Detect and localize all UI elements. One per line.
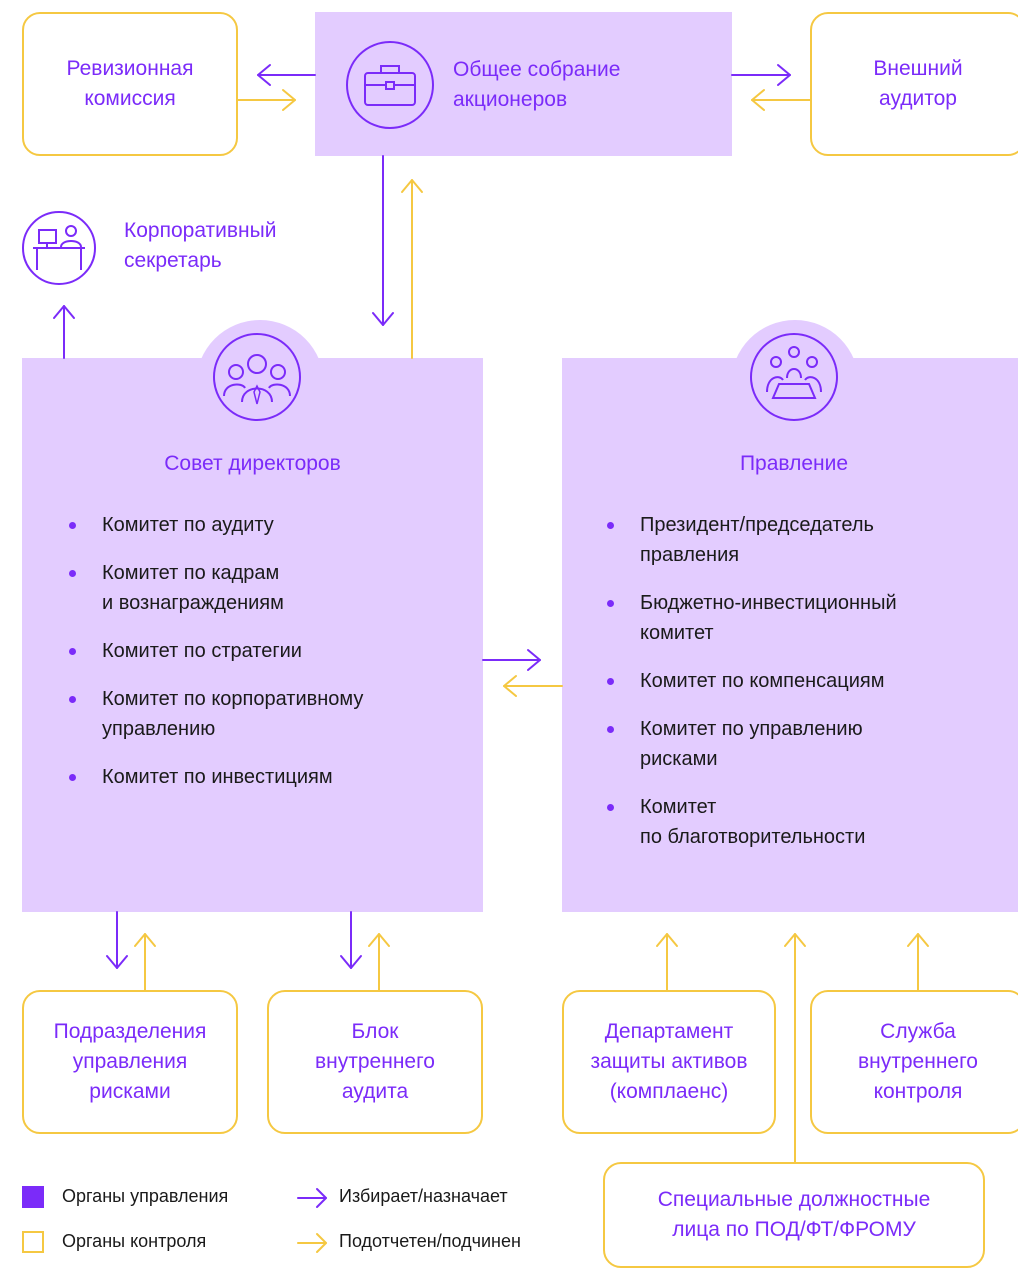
external-auditor-label: Внешний аудитор: [873, 57, 963, 110]
asset-protection-label: Департамент защиты активов (комплаенс): [590, 1020, 748, 1103]
risk-units-box: Подразделения управления рисками: [22, 990, 238, 1134]
general-meeting-label: Общее собрание акционеров: [453, 58, 621, 111]
management-committee-list: Президент/председатель правления Бюджетн…: [602, 510, 1012, 870]
special-officers-label: Специальные должностные лица по ПОД/ФТ/Ф…: [657, 1188, 931, 1241]
audit-commission-label: Ревизионная комиссия: [66, 57, 194, 110]
legend-control-label: Органы контроля: [62, 1231, 207, 1251]
internal-control-label: Служба внутреннего контроля: [858, 1020, 978, 1103]
legend-governance-label: Органы управления: [62, 1186, 229, 1206]
list-item: Комитет по корпоративному управлению: [64, 684, 464, 744]
list-item: Комитет по кадрам и вознаграждениям: [64, 558, 464, 618]
meeting-table-icon: [750, 333, 838, 421]
list-item: Комитет по благотворительности: [602, 792, 1012, 852]
external-auditor-box: Внешний аудитор: [810, 12, 1018, 156]
list-item: Комитет по управлению рисками: [602, 714, 1012, 774]
list-item: Президент/председатель правления: [602, 510, 1012, 570]
board-committee-list: Комитет по аудиту Комитет по кадрам и во…: [64, 510, 464, 810]
audit-commission-box: Ревизионная комиссия: [22, 12, 238, 156]
legend-accountable-label: Подотчетен/подчинен: [339, 1231, 521, 1251]
people-group-icon: [213, 333, 301, 421]
legend-control-swatch: [22, 1231, 44, 1253]
board-of-directors-title: Совет директоров: [164, 452, 341, 475]
management-board-box: Правление Президент/председатель правлен…: [562, 333, 1018, 912]
desk-person-icon: [22, 211, 96, 285]
briefcase-icon: [346, 41, 434, 129]
list-item: Комитет по компенсациям: [602, 666, 1012, 696]
asset-protection-box: Департамент защиты активов (комплаенс): [562, 990, 776, 1134]
internal-audit-box: Блок внутреннего аудита: [267, 990, 483, 1134]
risk-units-label: Подразделения управления рисками: [53, 1020, 207, 1103]
internal-audit-label: Блок внутреннего аудита: [315, 1020, 435, 1103]
special-officers-box: Специальные должностные лица по ПОД/ФТ/Ф…: [603, 1162, 985, 1268]
list-item: Комитет по инвестициям: [64, 762, 464, 792]
list-item: Комитет по стратегии: [64, 636, 464, 666]
general-meeting-box: Общее собрание акционеров: [315, 12, 732, 156]
legend-governance-swatch: [22, 1186, 44, 1208]
board-of-directors-box: Совет директоров Комитет по аудиту Комит…: [22, 333, 483, 912]
legend-elects-label: Избирает/назначает: [339, 1186, 508, 1206]
corporate-secretary-label: Корпоративный секретарь: [124, 219, 277, 272]
management-board-title: Правление: [739, 452, 849, 475]
internal-control-box: Служба внутреннего контроля: [810, 990, 1018, 1134]
list-item: Комитет по аудиту: [64, 510, 464, 540]
list-item: Бюджетно-инвестиционный комитет: [602, 588, 1012, 648]
